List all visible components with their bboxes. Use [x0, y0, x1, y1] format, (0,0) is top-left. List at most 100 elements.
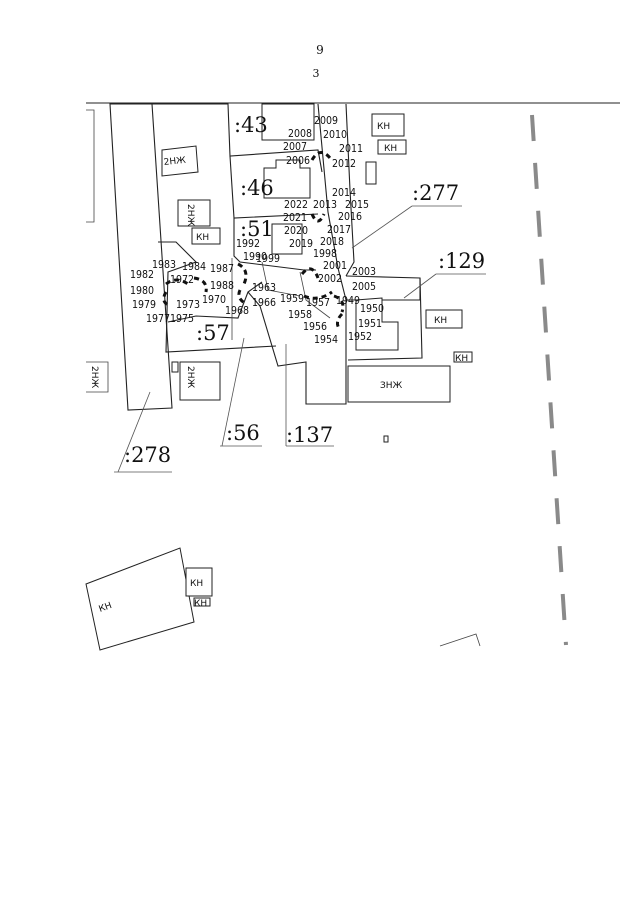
- page-number: 9: [316, 43, 324, 57]
- parcel-label-129: :129: [438, 249, 485, 273]
- point-label: 1957: [306, 297, 330, 309]
- building-label-2nzh-3: 2НЖ: [185, 366, 195, 388]
- parcel-label-57: :57: [196, 321, 230, 345]
- block-left-outline: [158, 241, 277, 353]
- point-label: 2003: [352, 266, 376, 278]
- point-label: 1975: [170, 313, 194, 325]
- point-label: 2018: [320, 236, 344, 248]
- point-label: 2011: [339, 143, 363, 155]
- building-kn-small: [453, 351, 473, 363]
- building-2nzh-2: [177, 199, 211, 227]
- point-label: 2019: [289, 238, 313, 250]
- building-kn-right: [425, 309, 463, 329]
- building-label-kn-small: КН: [455, 354, 468, 364]
- boundary-point-labels: 2009 2010 2011 2012 2008 2007 2006 2014 …: [130, 115, 384, 346]
- point-label: 1963: [252, 282, 276, 294]
- parcel-129-outline: [345, 275, 423, 361]
- building-label-kn-lower-small: КН: [194, 599, 207, 609]
- lower-right-line: [439, 633, 481, 647]
- boundary-markers: [162, 151, 345, 331]
- point-label: 1949: [336, 295, 360, 307]
- point-label: 1958: [288, 309, 312, 321]
- point-label: 2002: [318, 273, 342, 285]
- point-label: 1952: [348, 331, 372, 343]
- point-label: 1988: [210, 280, 234, 292]
- point-label: 2017: [327, 224, 351, 236]
- point-label: 2006: [286, 155, 310, 167]
- building-label-kn-top-1: КН: [377, 122, 390, 132]
- point-label: 1998: [313, 248, 337, 260]
- building-tiny-mark: [383, 435, 389, 443]
- parcel-278-outline: [109, 103, 173, 411]
- building-left-small: [171, 361, 179, 373]
- point-label: 1984: [182, 261, 206, 273]
- point-label: 1973: [176, 299, 200, 311]
- point-label: 2015: [345, 199, 369, 211]
- point-label: 2012: [332, 158, 356, 170]
- point-label: 2022: [284, 199, 308, 211]
- point-label: 1982: [130, 269, 154, 281]
- point-label: 1979: [132, 299, 156, 311]
- building-label-kn-1: КН: [196, 233, 209, 243]
- parcel-label-137: :137: [286, 423, 333, 447]
- building-kn-top: [377, 139, 407, 155]
- leader-lines: [114, 205, 486, 473]
- building-46-house: [263, 159, 311, 199]
- point-label: 1980: [130, 285, 154, 297]
- point-label: 1970: [202, 294, 226, 306]
- parcel-56-137-divider: [247, 291, 347, 405]
- point-label: 1972: [170, 274, 194, 286]
- building-3nzh: [347, 365, 451, 403]
- interior-line-2: [299, 271, 331, 319]
- building-label-2nzh-1: 2НЖ: [163, 156, 186, 168]
- building-43-house: [261, 103, 315, 141]
- road-dashed-line: [530, 114, 568, 646]
- building-label-kn-lower: КН: [190, 579, 203, 589]
- parcel-label-277: :277: [412, 181, 459, 205]
- parcel-label-51: :51: [240, 217, 274, 241]
- sheet-mark: 3: [312, 67, 320, 80]
- parcel-label-43: :43: [234, 113, 268, 137]
- parcel-57-outline: [167, 281, 263, 323]
- parcel-label-56: :56: [226, 421, 260, 445]
- point-label: 2016: [338, 211, 362, 223]
- point-label: 2014: [332, 187, 356, 199]
- point-label: 2009: [314, 115, 338, 127]
- point-label: 1999: [256, 253, 280, 265]
- building-label-2nzh-2: 2НЖ: [185, 204, 195, 226]
- point-label: 1956: [303, 321, 327, 333]
- point-label: 2007: [283, 141, 307, 153]
- point-label: 1959: [280, 293, 304, 305]
- point-label: 2021: [283, 212, 307, 224]
- point-label: 1992: [236, 238, 260, 250]
- building-kn-lower: [185, 567, 213, 597]
- interior-line-3: [261, 261, 301, 297]
- building-2nzh-3: [179, 361, 221, 401]
- parcel-label-278: :278: [124, 443, 171, 467]
- building-2nzh-1: [161, 145, 199, 177]
- building-label-3nzh: ЗНЖ: [380, 381, 403, 391]
- right-block-outline: [345, 103, 355, 277]
- point-label: 1987: [210, 263, 234, 275]
- point-label: 1954: [314, 334, 338, 346]
- point-label: 1968: [225, 305, 249, 317]
- building-kn-lower-small: [193, 597, 211, 607]
- point-label: 1990: [243, 251, 267, 263]
- point-label: 1966: [252, 297, 276, 309]
- point-label: 2001: [323, 260, 347, 272]
- left-building-outline: [86, 361, 109, 393]
- point-label: 1951: [358, 318, 382, 330]
- point-label: 2010: [323, 129, 347, 141]
- building-small-right: [365, 161, 377, 185]
- point-label: 1950: [360, 303, 384, 315]
- building-label-2nzh-4: 2НЖ: [89, 366, 99, 388]
- parcel-51-outline: [233, 218, 316, 271]
- building-nzh-top: [371, 113, 405, 137]
- parcel-label-46: :46: [240, 176, 274, 200]
- point-label: 2005: [352, 281, 376, 293]
- building-51-house: [271, 223, 303, 255]
- building-label-kn-right: КН: [434, 316, 447, 326]
- point-label: 2020: [284, 225, 308, 237]
- point-label: 2013: [313, 199, 337, 211]
